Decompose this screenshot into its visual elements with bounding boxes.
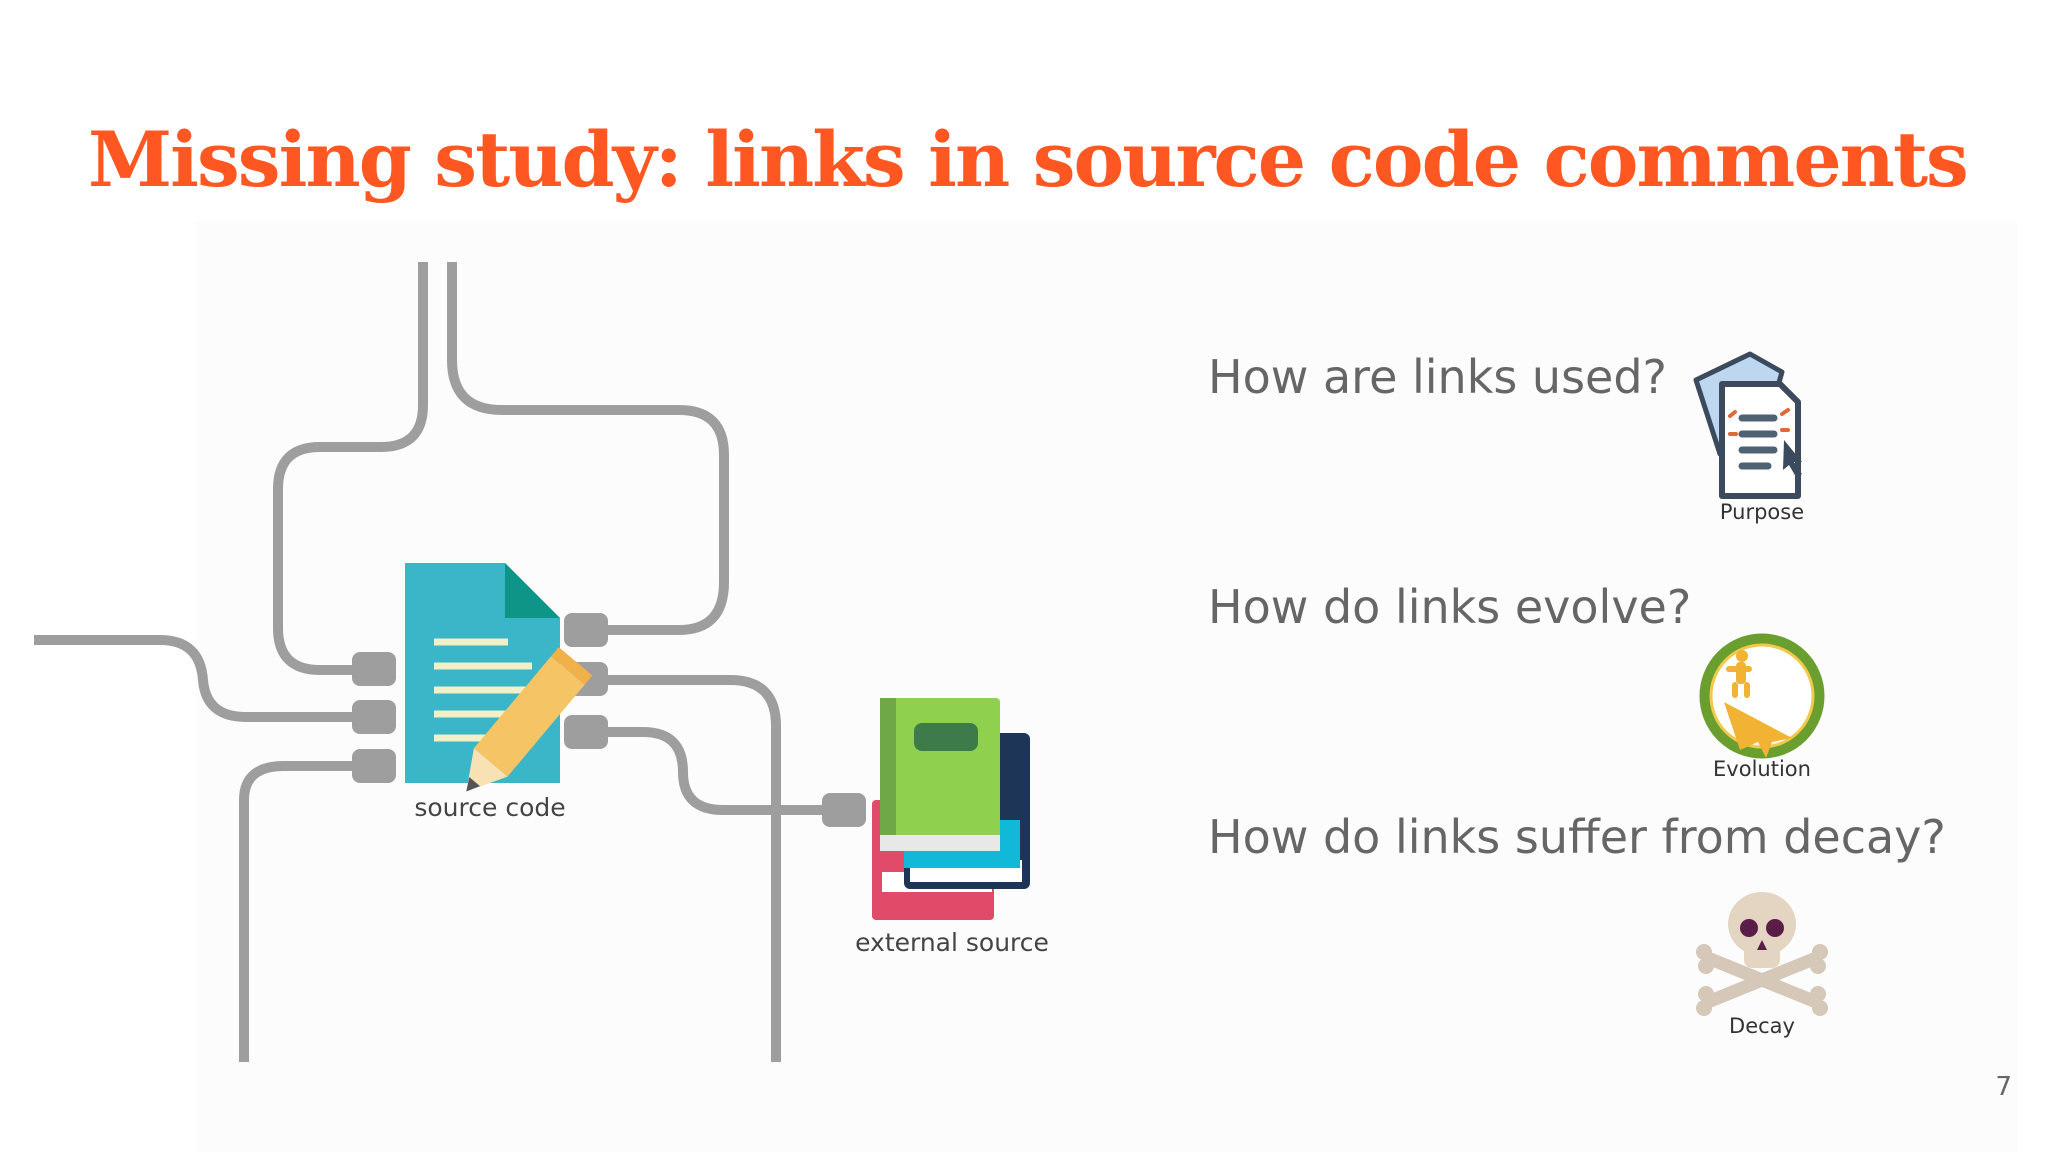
slide-title: Missing study: links in source code comm… — [88, 115, 1969, 204]
skull-crossbones-icon — [1696, 892, 1828, 1016]
question-decay: How do links suffer from decay? — [1208, 810, 1946, 864]
external-source-label: external source — [855, 928, 1049, 957]
evolution-arrow-icon — [1699, 633, 1825, 759]
purpose-document-icon — [1693, 351, 1802, 499]
question-evolution: How do links evolve? — [1208, 580, 1692, 634]
connector — [564, 715, 608, 749]
pipe-diagram — [34, 262, 1030, 1062]
books-icon — [872, 698, 1030, 920]
pipe-to-external — [590, 727, 830, 815]
slide-number: 7 — [1995, 1072, 2012, 1102]
connector — [564, 613, 608, 647]
connector — [352, 700, 396, 734]
question-purpose: How are links used? — [1208, 350, 1667, 404]
connector — [352, 652, 396, 686]
connector — [352, 749, 396, 783]
pipe-top-right — [447, 262, 729, 635]
purpose-caption: Purpose — [1719, 500, 1805, 524]
pipe-top-left — [273, 262, 428, 675]
pipe-right-mid — [590, 675, 781, 1062]
pipe-bottom-left — [239, 761, 360, 1062]
source-code-icon — [405, 563, 593, 792]
evolution-caption: Evolution — [1713, 757, 1811, 781]
decay-caption: Decay — [1729, 1014, 1795, 1038]
pipe-left — [34, 635, 360, 722]
source-code-label: source code — [414, 793, 566, 822]
connector — [822, 793, 866, 827]
